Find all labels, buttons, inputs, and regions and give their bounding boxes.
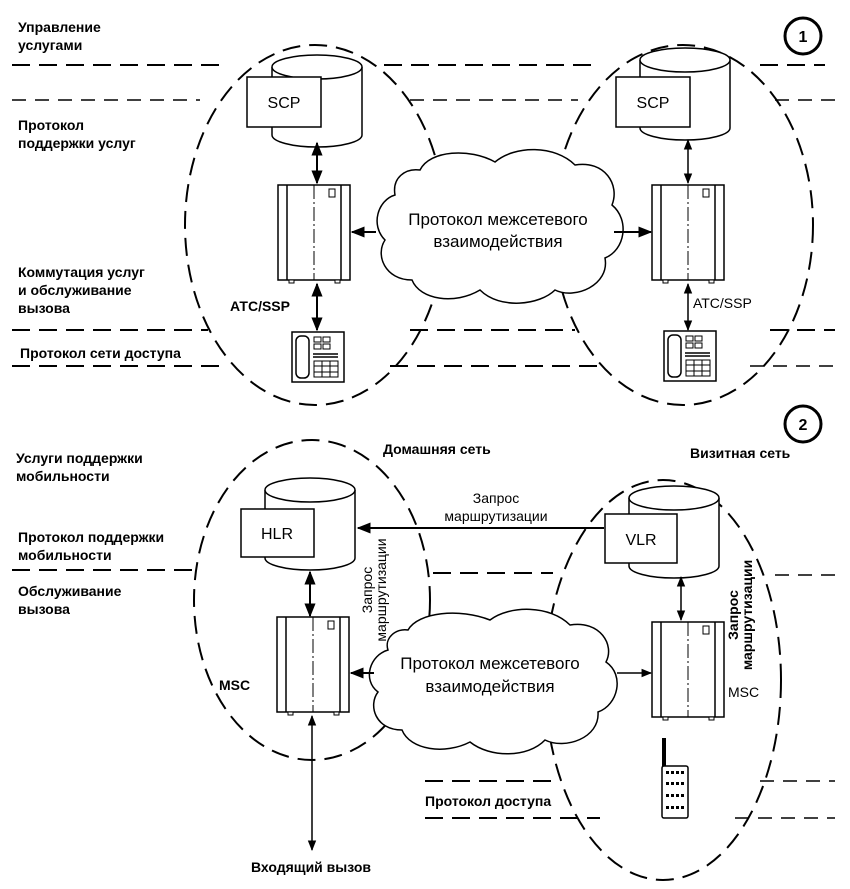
visited-network-title: Визитная сеть: [690, 445, 791, 461]
scp-box: [615, 76, 691, 128]
scp-label: SCP: [637, 95, 670, 112]
msc-label: MSC: [728, 684, 759, 700]
visited-network-boundary: [544, 479, 782, 881]
diagram-number-badge: [783, 16, 823, 56]
cloud-icon: [376, 148, 624, 304]
visited-routing-request-note: Запросмаршрутизации: [725, 560, 755, 670]
diagram-number: 2: [799, 417, 808, 434]
switch-icon: [651, 621, 725, 721]
cloud-label-line1: Протокол межсетевого: [400, 654, 580, 673]
hlr-label: HLR: [261, 526, 293, 543]
home-routing-request-note: Запросмаршрутизации: [359, 538, 389, 641]
cloud-icon: [368, 608, 618, 755]
atc-ssp-label: АТС/SSP: [230, 298, 290, 314]
incoming-call-label: Входящий вызов: [251, 859, 371, 875]
layer-label-access-protocol: Протокол доступа: [425, 793, 551, 809]
cloud-label-line2: взаимодействия: [425, 677, 554, 696]
layer-label-access-protocol: Протокол сети доступа: [20, 345, 181, 361]
scp-label: SCP: [268, 95, 301, 112]
scp-box: [246, 76, 322, 128]
diagram-number: 1: [799, 29, 808, 46]
telephone-icon: [291, 331, 345, 383]
msc-label: MSC: [219, 677, 250, 693]
vlr-label: VLR: [625, 532, 656, 549]
telephone-icon: [663, 330, 717, 382]
switch-icon: [277, 184, 351, 284]
cloud-label-line2: взаимодействия: [433, 232, 562, 251]
diagram-number-badge: [783, 404, 823, 444]
home-network-title: Домашняя сеть: [383, 441, 491, 457]
cloud-label-line1: Протокол межсетевого: [408, 210, 588, 229]
switch-icon: [276, 616, 350, 716]
atc-ssp-label: АТС/SSP: [693, 295, 752, 311]
switch-icon: [651, 184, 725, 284]
hlr-box: [240, 508, 315, 558]
vlr-box: [604, 513, 678, 564]
mobile-phone-icon: [661, 738, 689, 819]
